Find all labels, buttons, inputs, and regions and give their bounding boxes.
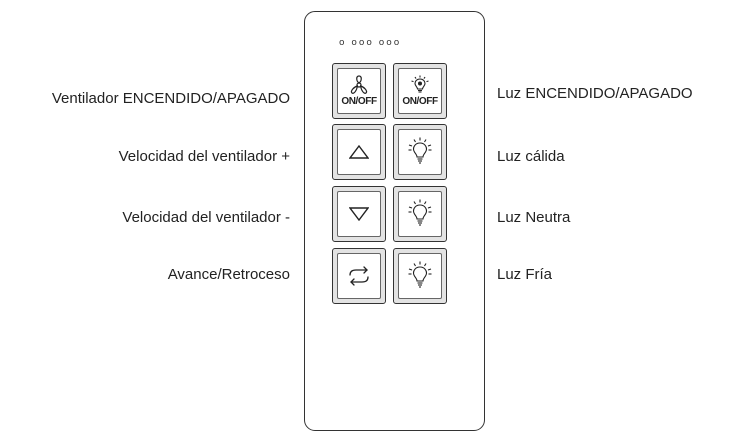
light-power-caption: ON/OFF [402, 96, 438, 107]
label-fan-speed-down: Velocidad del ventilador - [122, 209, 290, 226]
triangle-up-icon [349, 145, 369, 159]
light-cold-button[interactable] [393, 248, 447, 304]
light-warm-button[interactable] [393, 124, 447, 180]
bulb-icon [406, 261, 434, 291]
indicator-leds: o ooo ooo [339, 38, 402, 48]
fan-icon [348, 75, 370, 95]
label-fan-power: Ventilador ENCENDIDO/APAGADO [51, 90, 290, 107]
label-light-power: Luz ENCENDIDO/APAGADO [497, 85, 693, 102]
triangle-down-icon [349, 207, 369, 221]
label-light-neutral: Luz Neutra [497, 209, 571, 226]
reverse-arrows-icon [346, 266, 372, 286]
bulb-icon [406, 199, 434, 229]
light-neutral-button[interactable] [393, 186, 447, 242]
label-fan-direction: Avance/Retroceso [167, 266, 290, 283]
fan-direction-button[interactable] [332, 248, 386, 304]
bulb-icon [408, 75, 432, 95]
label-light-cold: Luz Fría [497, 266, 553, 283]
fan-power-button[interactable]: ON/OFF [332, 63, 386, 119]
light-power-button[interactable]: ON/OFF [393, 63, 447, 119]
fan-power-caption: ON/OFF [341, 96, 377, 107]
label-light-warm: Luz cálida [497, 148, 565, 165]
fan-speed-down-button[interactable] [332, 186, 386, 242]
label-fan-speed-up: Velocidad del ventilador + [118, 148, 290, 165]
fan-speed-up-button[interactable] [332, 124, 386, 180]
bulb-icon [406, 137, 434, 167]
